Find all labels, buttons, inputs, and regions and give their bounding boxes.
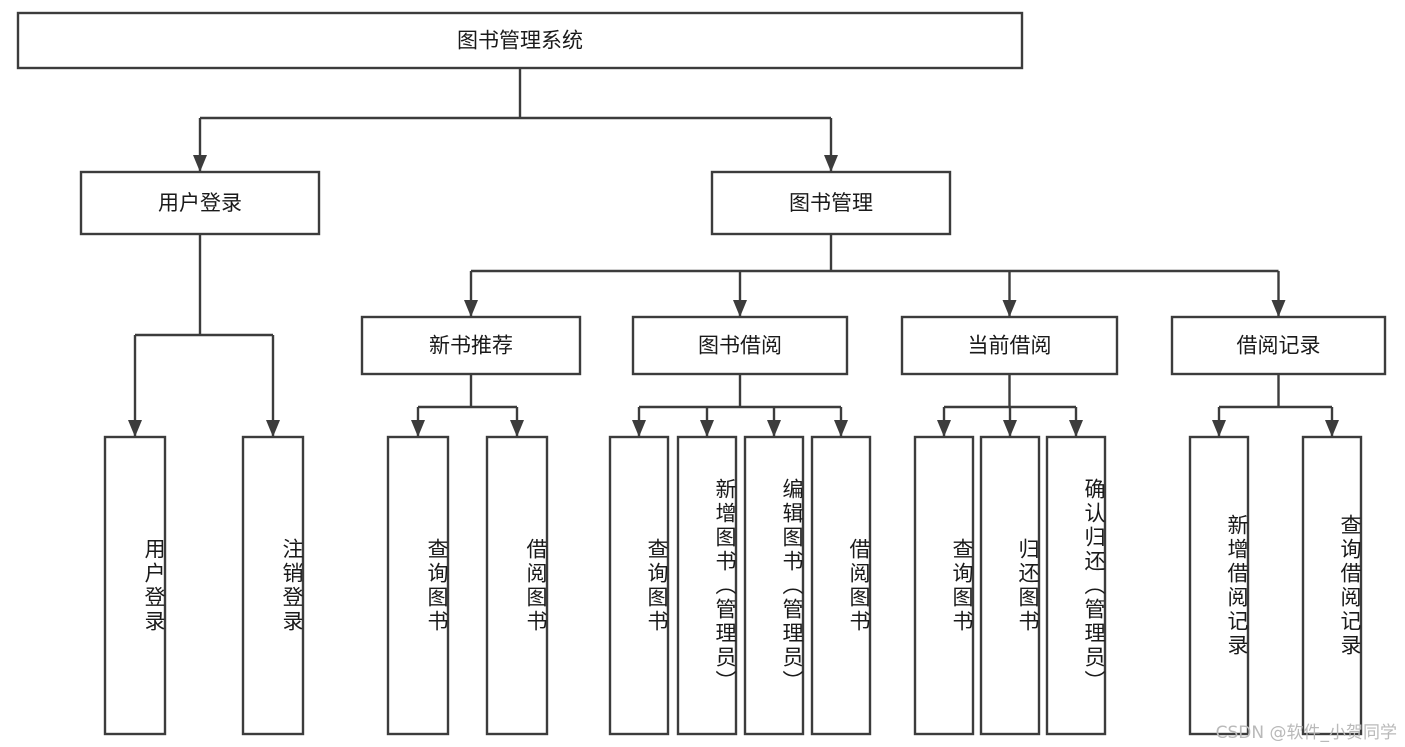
- arrow-head: [193, 155, 207, 172]
- node-box-leaf-borrow-book[interactable]: [810, 435, 872, 736]
- box-layer: [16, 11, 1387, 736]
- csdn-watermark: CSDN @软件_小贺同学: [1215, 723, 1397, 743]
- arrow-head: [824, 155, 838, 172]
- node-label-root: 图书管理系统: [457, 29, 583, 53]
- node-box-leaf-query-book-current[interactable]: [913, 435, 975, 736]
- node-label-new-book-recommend: 新书推荐: [429, 334, 513, 358]
- node-label-user-login: 用户登录: [158, 191, 242, 215]
- node-box-leaf-edit-book-admin[interactable]: [743, 435, 805, 736]
- node-box-current-borrow[interactable]: [900, 315, 1119, 376]
- node-box-leaf-query-book-recommend[interactable]: [386, 435, 450, 736]
- arrow-head: [1271, 300, 1286, 317]
- arrow-head: [266, 420, 280, 437]
- node-label-current-borrow: 当前借阅: [968, 334, 1052, 358]
- arrow-head: [767, 420, 781, 437]
- node-box-leaf-query-borrow-record[interactable]: [1301, 435, 1363, 736]
- node-box-book-borrow[interactable]: [631, 315, 849, 376]
- arrow-head: [937, 420, 951, 437]
- node-box-new-book-recommend[interactable]: [360, 315, 582, 376]
- node-box-leaf-confirm-return-admin[interactable]: [1045, 435, 1107, 736]
- arrow-head: [1069, 420, 1083, 437]
- node-box-leaf-user-login[interactable]: [103, 435, 167, 736]
- arrow-head: [834, 420, 848, 437]
- arrow-head: [510, 420, 524, 437]
- node-box-borrow-record[interactable]: [1170, 315, 1387, 376]
- node-box-user-login[interactable]: [79, 170, 321, 236]
- node-label-borrow-record: 借阅记录: [1237, 334, 1321, 358]
- node-box-root[interactable]: [16, 11, 1024, 70]
- node-box-leaf-add-book-admin[interactable]: [676, 435, 738, 736]
- node-box-leaf-user-logout[interactable]: [241, 435, 305, 736]
- node-box-leaf-add-borrow-record[interactable]: [1188, 435, 1250, 736]
- arrow-head: [1003, 420, 1017, 437]
- node-label-book-borrow: 图书借阅: [698, 334, 782, 358]
- arrow-head: [1325, 420, 1339, 437]
- arrow-head: [700, 420, 714, 437]
- node-box-book-manage[interactable]: [710, 170, 952, 236]
- node-box-leaf-borrow-book-recommend[interactable]: [485, 435, 549, 736]
- arrow-head: [411, 420, 425, 437]
- node-box-leaf-return-book[interactable]: [979, 435, 1041, 736]
- arrow-head: [632, 420, 646, 437]
- arrow-head: [733, 300, 747, 317]
- node-box-leaf-query-book-borrow[interactable]: [608, 435, 670, 736]
- arrow-head: [464, 300, 478, 317]
- node-label-book-manage: 图书管理: [789, 191, 873, 215]
- arrow-head: [1212, 420, 1226, 437]
- connector-layer: [128, 68, 1339, 437]
- arrow-head: [1002, 300, 1017, 317]
- arrow-head: [128, 420, 142, 437]
